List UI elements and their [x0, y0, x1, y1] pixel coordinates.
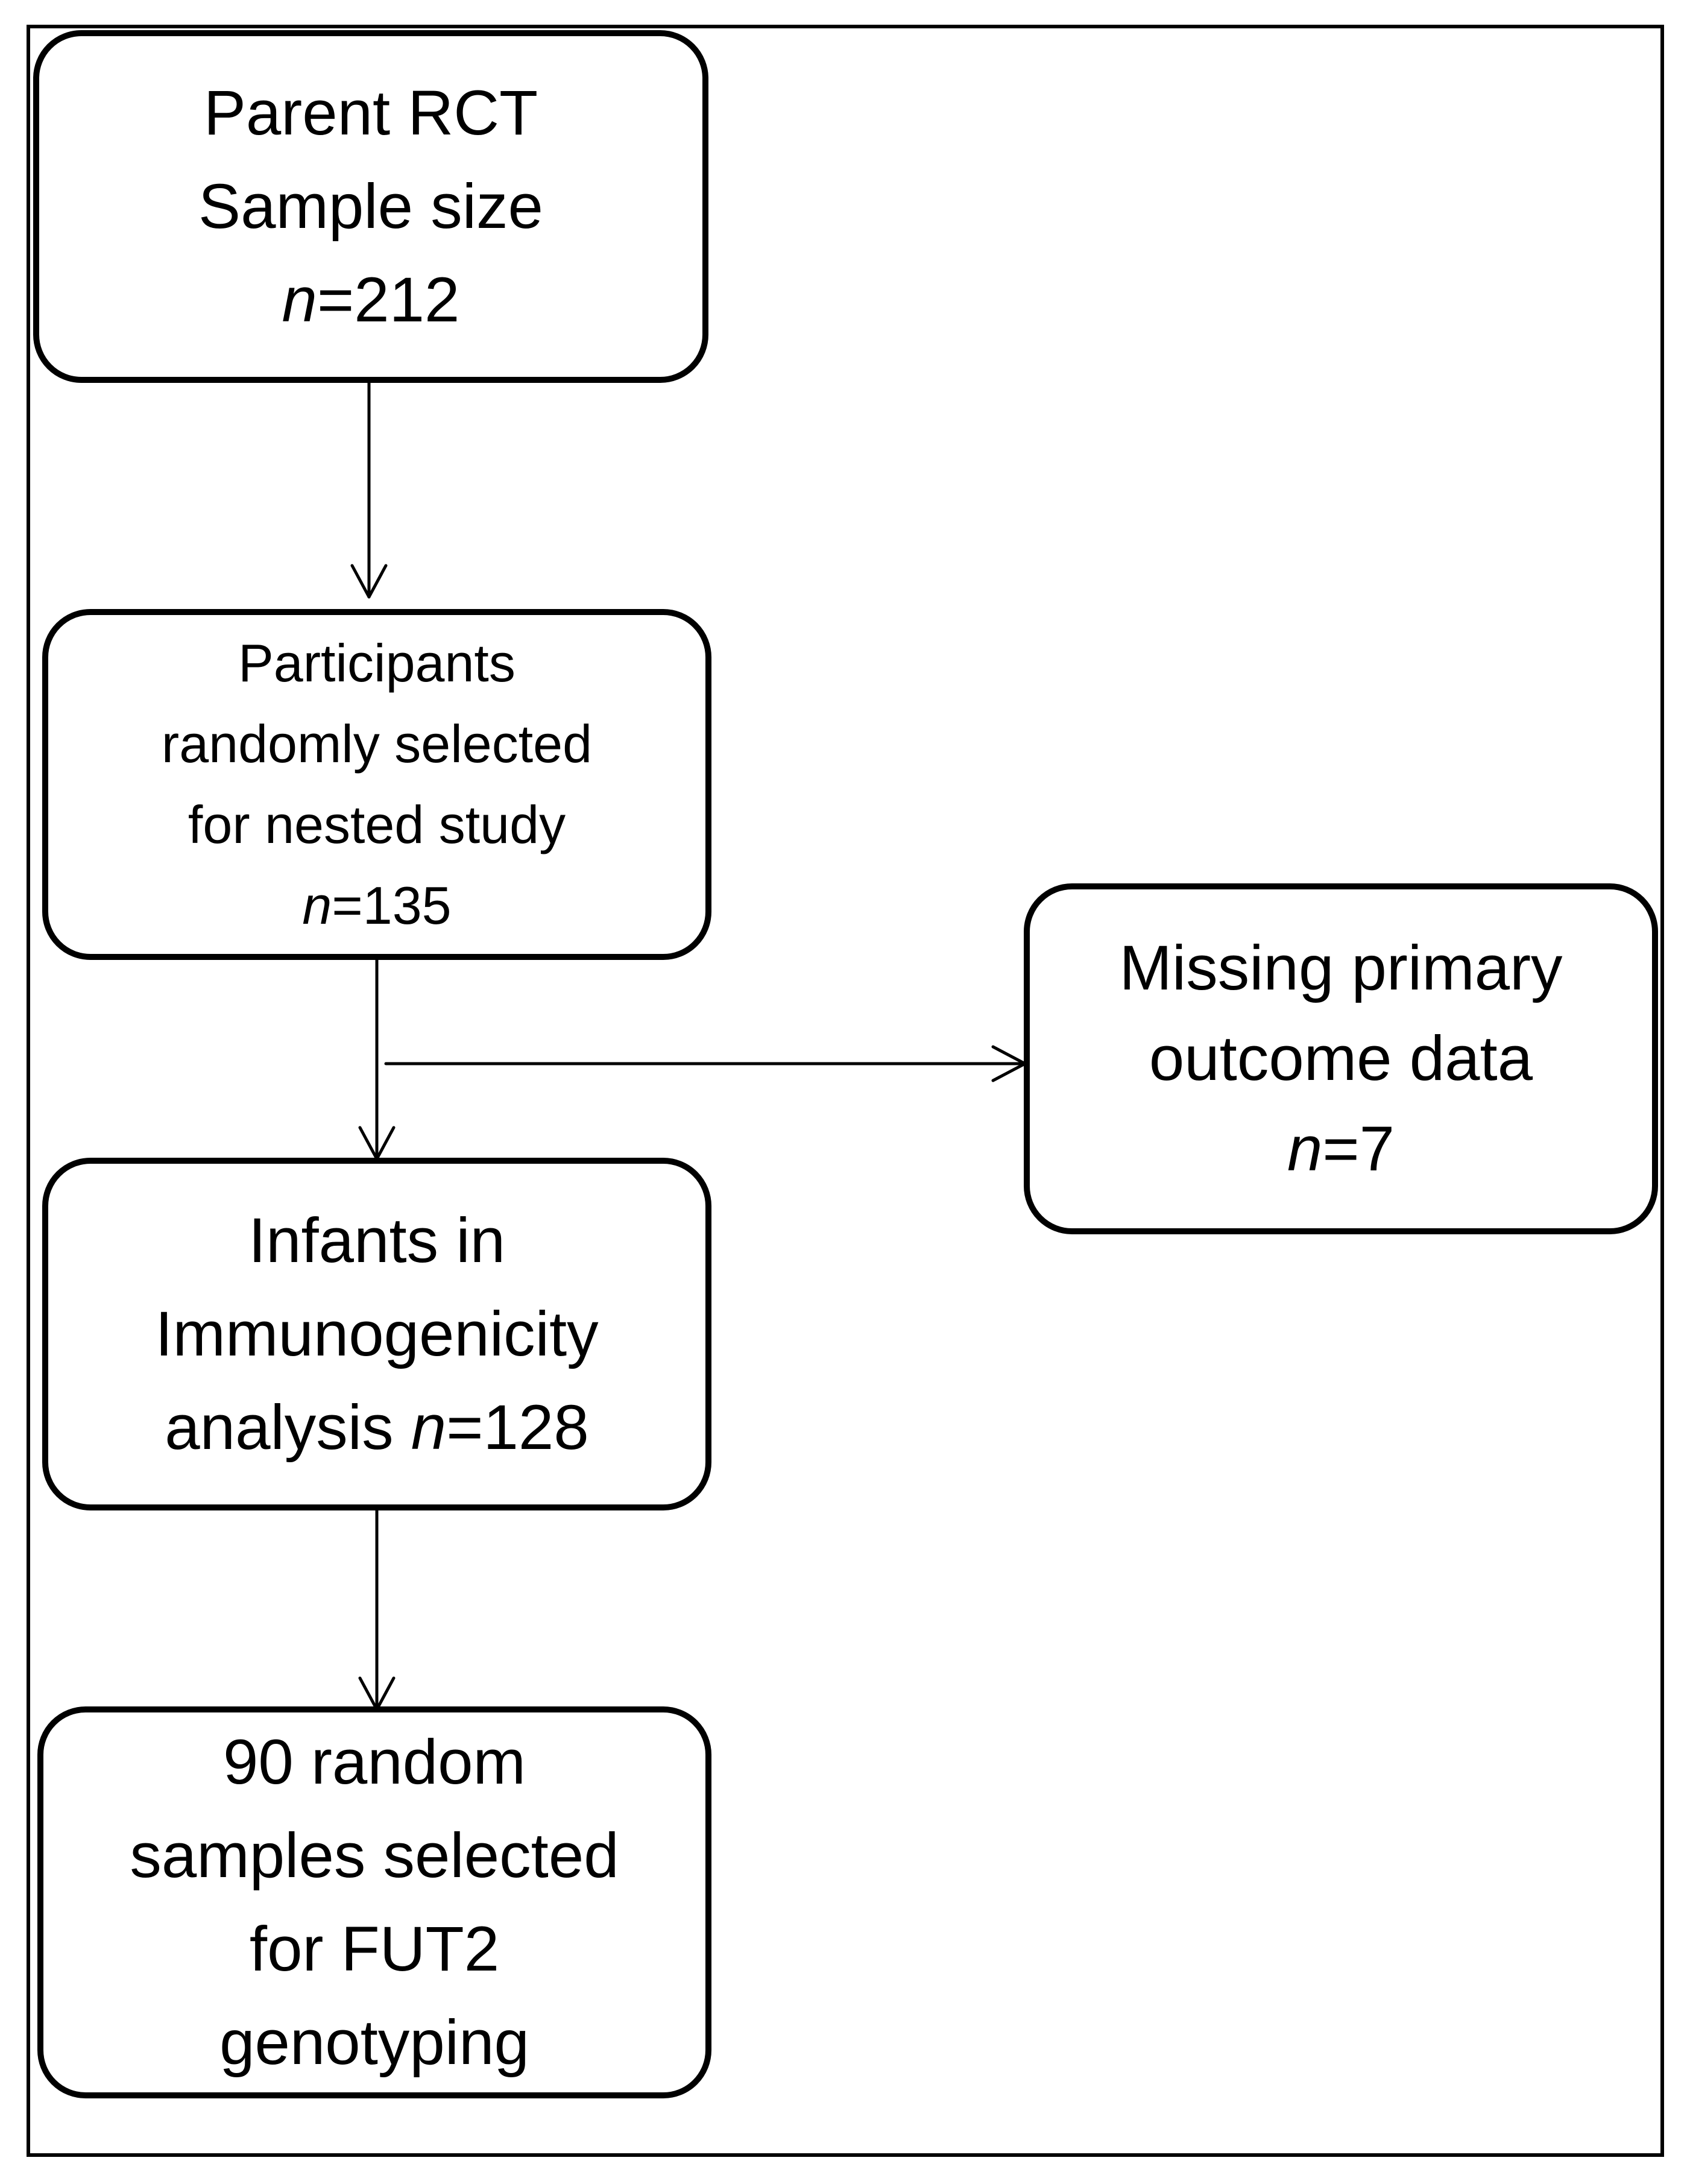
- n-symbol: n: [1287, 1114, 1323, 1184]
- missing-data-line-2: outcome data: [1149, 1023, 1533, 1094]
- immunogenicity-box: Infants in Immunogenicity analysis n=128: [42, 1158, 711, 1510]
- nested-study-line-1: Participants: [238, 633, 516, 693]
- fut2-genotyping-box: 90 random samples selected for FUT2 geno…: [37, 1706, 711, 2098]
- parent-rct-sample-size-label: Sample size: [198, 171, 543, 242]
- missing-data-count: n=7: [1287, 1104, 1395, 1195]
- parent-rct-box: Parent RCT Sample size n=212: [33, 30, 708, 383]
- count-value: =212: [317, 265, 460, 335]
- fut2-line-2: samples selected: [130, 1820, 619, 1891]
- fut2-line-1: 90 random: [223, 1727, 526, 1797]
- nested-study-box: Participants randomly selected for neste…: [42, 609, 711, 960]
- nested-study-line-3: for nested study: [188, 795, 566, 854]
- arrow-nested-to-infants: [358, 958, 396, 1161]
- fut2-line-3: for FUT2: [249, 1914, 500, 1984]
- analysis-label: analysis: [165, 1392, 411, 1463]
- count-value: =128: [446, 1392, 589, 1463]
- n-symbol: n: [282, 265, 317, 335]
- arrow-to-missing-data: [384, 1045, 1027, 1082]
- figure-frame: [27, 25, 1664, 2157]
- immunogenicity-line-2: Immunogenicity: [155, 1299, 599, 1369]
- n-symbol: n: [411, 1392, 447, 1463]
- count-value: =135: [332, 876, 452, 935]
- immunogenicity-count: analysis n=128: [165, 1381, 588, 1474]
- count-value: =7: [1322, 1114, 1395, 1184]
- immunogenicity-line-1: Infants in: [248, 1205, 506, 1276]
- nested-study-line-2: randomly selected: [161, 714, 593, 774]
- arrow-infants-to-fut2: [358, 1509, 396, 1711]
- n-symbol: n: [302, 876, 332, 935]
- parent-rct-title: Parent RCT: [203, 78, 538, 148]
- missing-data-line-1: Missing primary: [1119, 933, 1563, 1003]
- arrow-parent-to-nested: [350, 381, 388, 599]
- fut2-line-4: genotyping: [219, 2007, 529, 2078]
- parent-rct-count: n=212: [282, 253, 460, 347]
- missing-data-box: Missing primary outcome data n=7: [1024, 883, 1658, 1234]
- nested-study-count: n=135: [302, 865, 451, 946]
